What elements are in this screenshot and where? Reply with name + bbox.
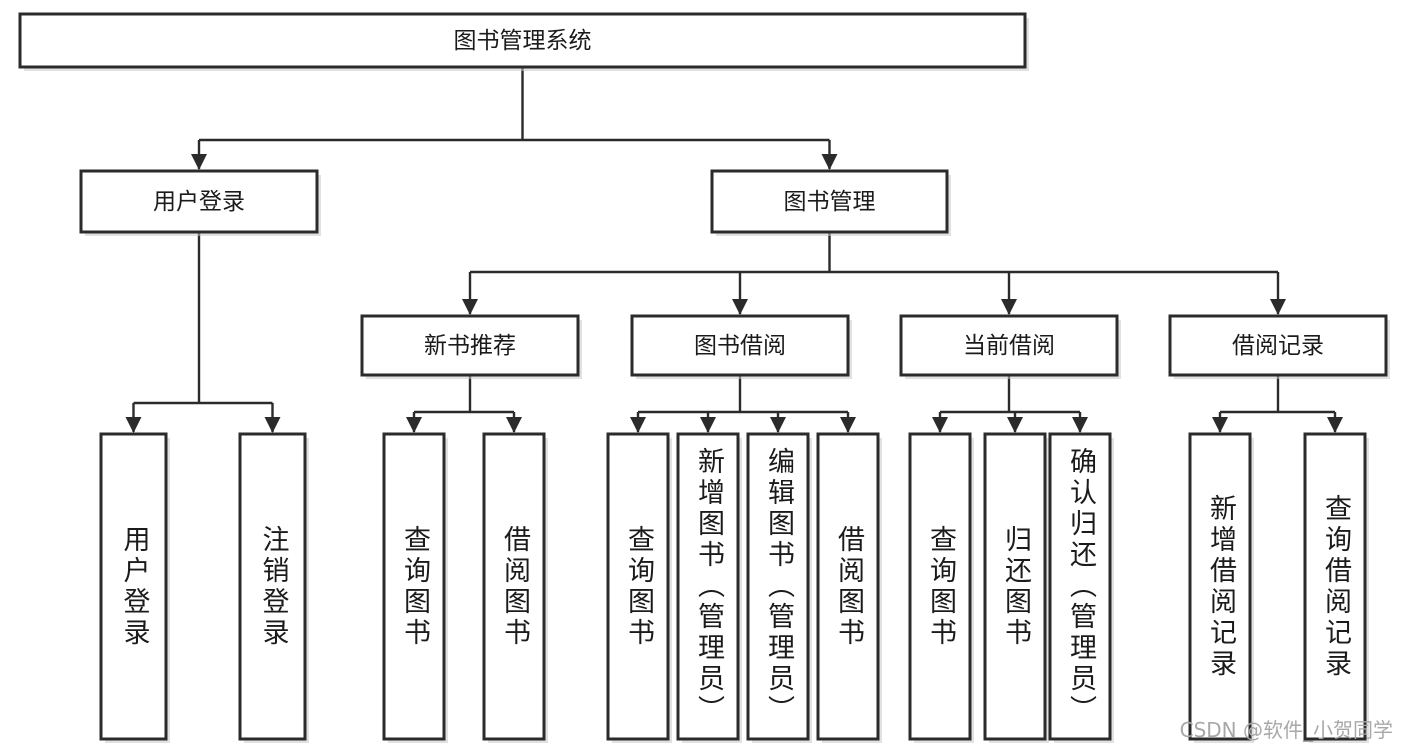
node-box-m-book[interactable]	[710, 169, 949, 234]
arrow-down-icon	[1072, 417, 1088, 433]
node-box-s-borrow[interactable]	[630, 314, 850, 377]
node-box-l-new-borrow[interactable]	[482, 432, 546, 741]
node-box-l-cur-confirm[interactable]	[1048, 432, 1112, 741]
node-label-s-new: 新书推荐	[424, 333, 516, 359]
node-label-m-login: 用户登录	[153, 189, 245, 215]
node-box-s-new[interactable]	[360, 314, 580, 377]
arrow-down-icon	[406, 417, 422, 433]
connector-layer	[125, 67, 1343, 433]
node-label-s-current: 当前借阅	[963, 333, 1055, 359]
arrow-down-icon	[770, 417, 786, 433]
node-box-s-record[interactable]	[1168, 314, 1388, 377]
node-box-l-user-logout[interactable]	[238, 432, 307, 741]
node-box-l-bk-query[interactable]	[606, 432, 670, 741]
node-box-l-user-login[interactable]	[99, 432, 168, 741]
node-label-m-book: 图书管理	[784, 189, 876, 215]
node-box-l-rec-add[interactable]	[1188, 432, 1252, 741]
node-box-m-login[interactable]	[79, 169, 319, 234]
node-label-s-borrow: 图书借阅	[694, 333, 786, 359]
arrow-down-icon	[732, 299, 748, 315]
node-box-l-bk-borrow[interactable]	[816, 432, 880, 741]
node-label-s-record: 借阅记录	[1232, 333, 1324, 359]
arrow-down-icon	[840, 417, 856, 433]
arrow-down-icon	[264, 417, 281, 433]
arrow-down-icon	[125, 417, 142, 433]
arrow-down-icon	[932, 417, 948, 433]
box-layer	[18, 12, 1390, 743]
arrow-down-icon	[1001, 299, 1017, 315]
node-box-l-bk-add[interactable]	[676, 432, 740, 741]
node-box-l-rec-query[interactable]	[1303, 432, 1367, 741]
arrow-down-icon	[1270, 299, 1286, 315]
csdn-watermark: CSDN @软件_小贺同学	[1179, 718, 1393, 742]
node-box-l-cur-query[interactable]	[908, 432, 972, 741]
node-box-l-cur-return[interactable]	[983, 432, 1047, 741]
node-box-root[interactable]	[18, 12, 1027, 69]
arrow-down-icon	[821, 154, 838, 170]
arrow-down-icon	[462, 299, 478, 315]
node-box-s-current[interactable]	[899, 314, 1119, 377]
arrow-down-icon	[1007, 417, 1023, 433]
node-label-root: 图书管理系统	[454, 28, 592, 54]
node-box-l-new-query[interactable]	[382, 432, 446, 741]
arrow-down-icon	[1212, 417, 1228, 433]
arrow-down-icon	[191, 154, 207, 170]
arrow-down-icon	[630, 417, 646, 433]
arrow-down-icon	[1327, 417, 1343, 433]
arrow-down-icon	[506, 417, 522, 433]
node-box-l-bk-edit[interactable]	[746, 432, 810, 741]
arrow-down-icon	[700, 417, 716, 433]
